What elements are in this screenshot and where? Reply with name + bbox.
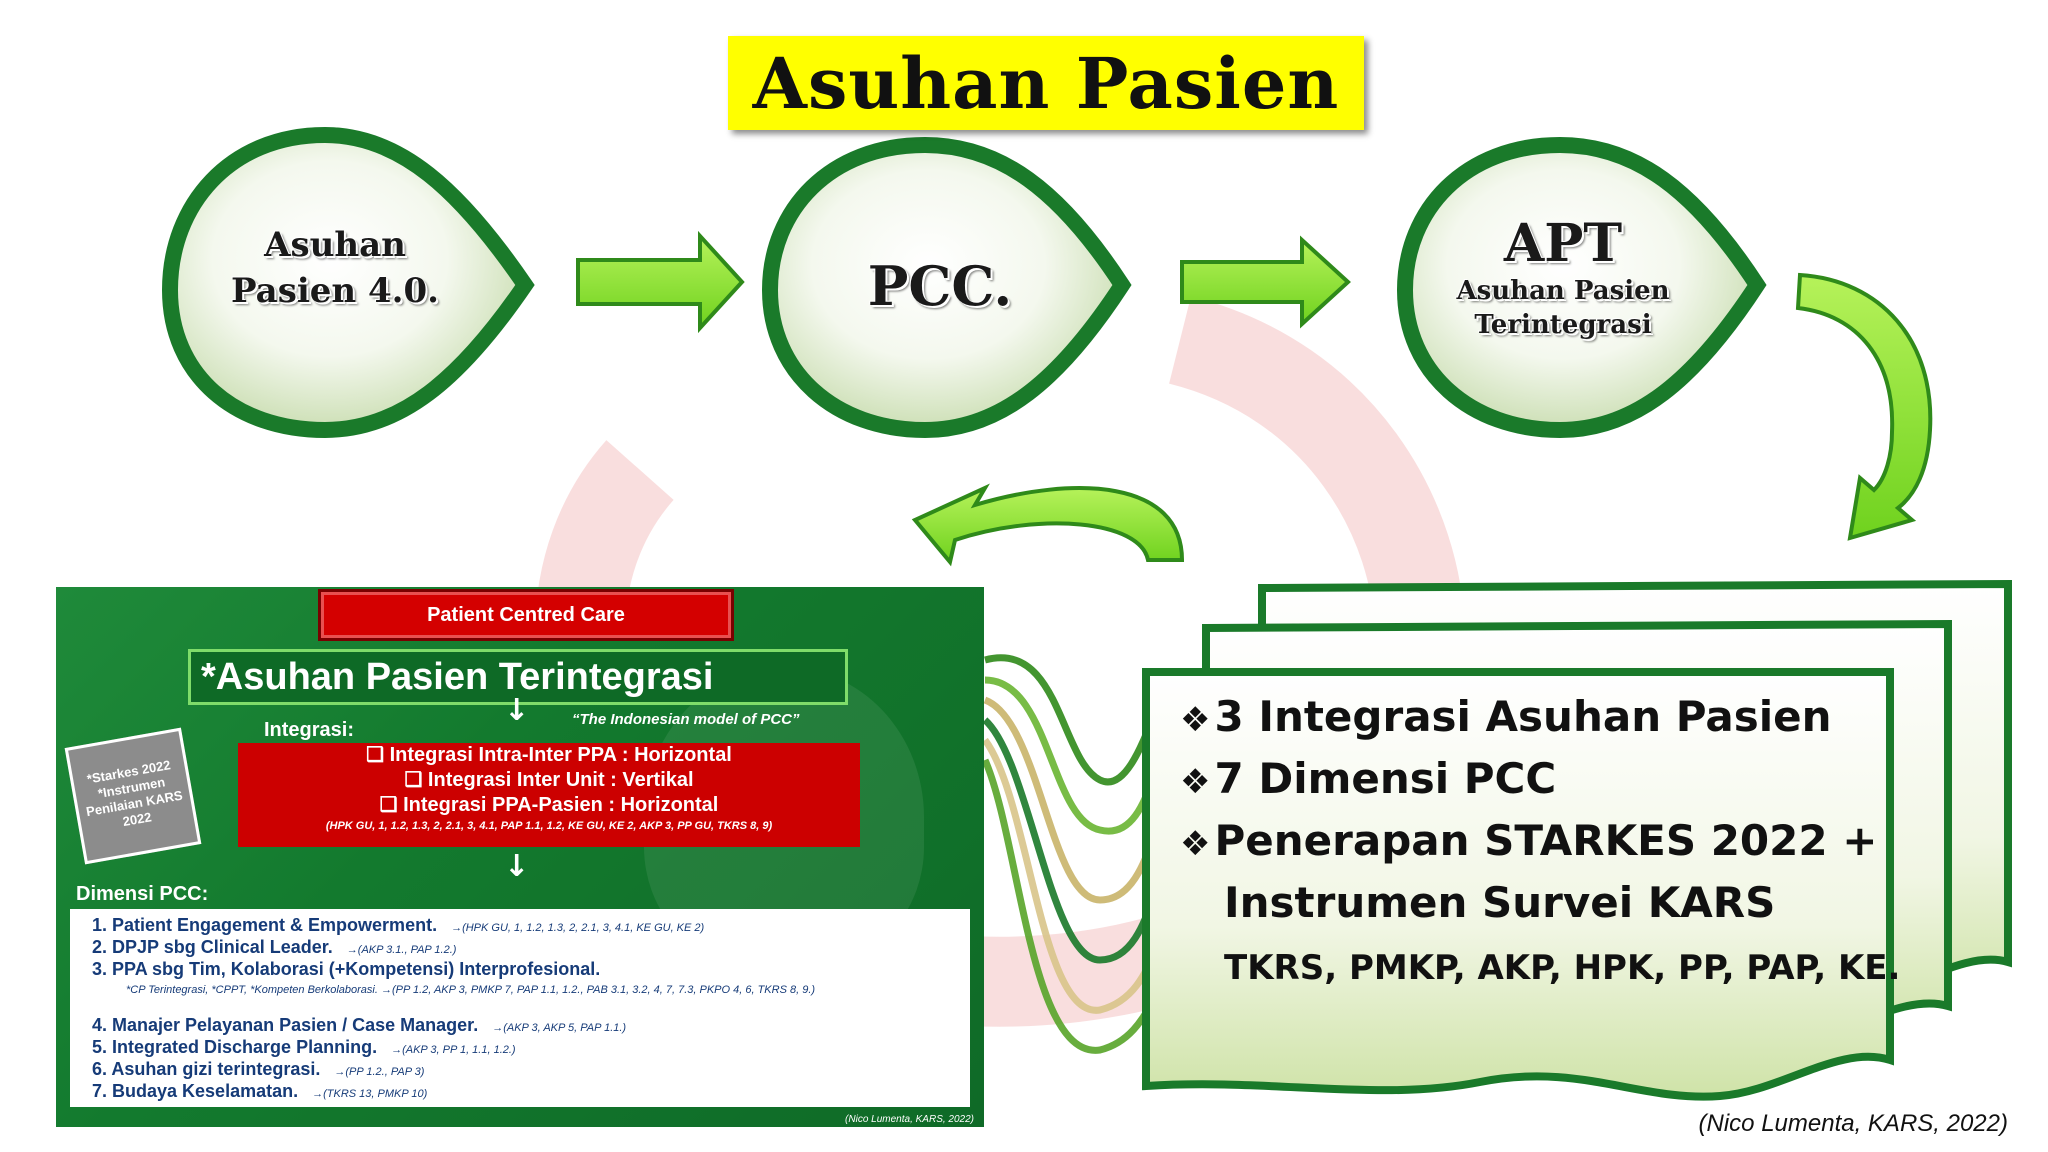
bullet-icon: ❖ (1180, 700, 1211, 740)
scroll-item-2: ❖7 Dimensi PCC (1180, 754, 1557, 803)
drop-shape-2 (761, 136, 1132, 439)
arrow-right-1 (576, 230, 745, 334)
bullet-icon: ❖ (1180, 762, 1211, 802)
drop-3-line3: Terintegrasi (1474, 310, 1652, 340)
integrasi-box: ❑ Integrasi Intra-Inter PPA : Horizontal… (238, 743, 860, 847)
dimensi-item: 3. PPA sbg Tim, Kolaborasi (+Kompetensi)… (92, 959, 601, 979)
curved-arrow-back (911, 483, 1185, 567)
drop-label-pcc: PCC. (800, 256, 1080, 316)
dimensi-label: Dimensi PCC: (76, 883, 209, 905)
panel-credit: (Nico Lumenta, KARS, 2022) (845, 1114, 974, 1125)
page-title-box: Asuhan Pasien (728, 36, 1364, 130)
scroll-front (1142, 668, 1894, 1101)
drop-1-line2: Pasien 4.0. (231, 271, 439, 311)
integrasi-label: Integrasi: (264, 719, 355, 741)
drop-shape-3 (1396, 136, 1767, 439)
drop-3-line2: Asuhan Pasien (1456, 276, 1670, 306)
drop-3-line1: APT (1503, 213, 1623, 274)
down-arrow-icon: ↓ (504, 693, 530, 728)
drop-2-line1: PCC. (867, 254, 1013, 318)
drop-shape-1 (161, 126, 535, 439)
panel-header: Patient Centred Care (318, 589, 734, 641)
dimensi-item: 6. Asuhan gizi terintegrasi.→(PP 1.2., P… (92, 1059, 425, 1079)
drop-label-asuhan-pasien-40: Asuhan Pasien 4.0. (190, 222, 480, 314)
dimensi-sub-note: *CP Terintegrasi, *CPPT, *Kompeten Berko… (126, 984, 816, 996)
page-title: Asuhan Pasien (752, 41, 1340, 125)
scroll-last-line: TKRS, PMKP, AKP, HPK, PP, PAP, KE. (1224, 948, 1901, 988)
scroll-item-3: ❖Penerapan STARKES 2022 + (1180, 816, 1878, 865)
dimensi-item: 4. Manajer Pelayanan Pasien / Case Manag… (92, 1015, 627, 1035)
dimensi-list: 1. Patient Engagement & Empowerment.→(HP… (70, 909, 970, 1107)
panel-subtitle: “The Indonesian model of PCC” (572, 711, 800, 728)
scroll-item-1: ❖3 Integrasi Asuhan Pasien (1180, 692, 1832, 741)
bullet-icon: ❖ (1180, 824, 1211, 864)
integrasi-item-2: ❑ Integrasi Inter Unit : Vertikal (404, 769, 694, 791)
dimensi-item: 5. Integrated Discharge Planning.→(AKP 3… (92, 1037, 516, 1057)
drop-label-apt: APT Asuhan Pasien Terintegrasi (1418, 214, 1708, 342)
integrasi-item-1: ❑ Integrasi Intra-Inter PPA : Horizontal (366, 744, 732, 766)
down-arrow-icon: ↓ (504, 849, 530, 884)
drop-1-line1: Asuhan (264, 225, 406, 265)
curved-arrow-down (1795, 272, 1933, 541)
dimensi-item: 7. Budaya Keselamatan.→(TKRS 13, PMKP 10… (92, 1081, 428, 1101)
integrasi-refs: (HPK GU, 1, 1.2, 1.3, 2, 2.1, 3, 4.1, PA… (325, 820, 773, 832)
arrow-right-2 (1180, 235, 1351, 329)
pcc-panel: Patient Centred Care *Asuhan Pasien Teri… (56, 587, 984, 1127)
dimensi-item: 1. Patient Engagement & Empowerment.→(HP… (92, 915, 705, 935)
panel-main-title: *Asuhan Pasien Terintegrasi (188, 649, 848, 705)
integrasi-item-3: ❑ Integrasi PPA-Pasien : Horizontal (379, 794, 719, 816)
starkes-badge: *Starkes 2022 *Instrumen Penilaian KARS … (64, 727, 202, 865)
credit: (Nico Lumenta, KARS, 2022) (1698, 1110, 2008, 1137)
dimensi-item: 2. DPJP sbg Clinical Leader.→(AKP 3.1., … (92, 937, 457, 957)
scroll-item-4: Instrumen Survei KARS (1224, 878, 1776, 927)
